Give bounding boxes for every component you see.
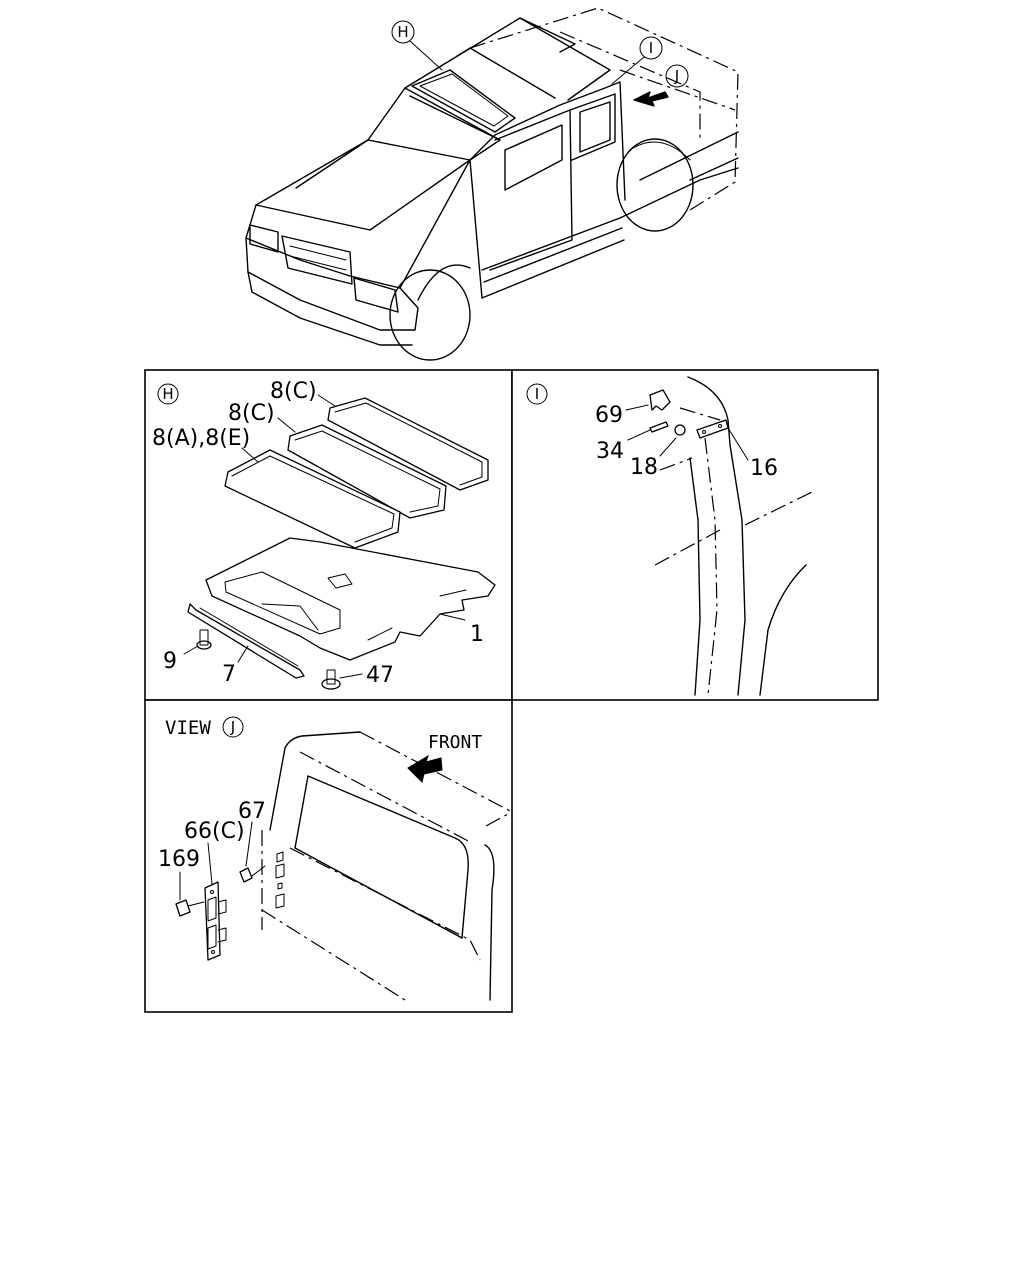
panel-j: VIEW J FRONT: [158, 716, 513, 1001]
callout-pin: 34: [596, 439, 624, 464]
overview-marker-j: J: [674, 67, 679, 85]
panel-h-marker: H: [162, 385, 173, 403]
cap-part: [649, 389, 671, 411]
panel-i: I 69 34 18 16: [526, 376, 813, 696]
nut-part: [674, 424, 686, 436]
callout-pad-c-upper: 8(C): [270, 379, 317, 404]
front-label: FRONT: [428, 732, 482, 753]
panel-j-marker: J: [230, 718, 235, 736]
pin-part: [649, 421, 669, 433]
callout-plug: 67: [238, 799, 266, 824]
truck-overview-illustration: H I J: [245, 7, 739, 361]
callout-plate: 66(C): [184, 819, 245, 844]
callout-fastener: 47: [366, 663, 394, 688]
marker-i-circle: [639, 36, 663, 60]
marker-h-circle: [391, 20, 415, 44]
plug-part: [239, 867, 253, 883]
callout-screw: 169: [158, 847, 200, 872]
screw-part: [175, 899, 191, 917]
view-label: VIEW: [165, 717, 211, 739]
direction-arrow-icon: [633, 91, 669, 107]
callout-pad-a-e: 8(A),8(E): [152, 426, 250, 451]
front-arrow-icon: [407, 754, 443, 783]
callout-molding: 7: [222, 662, 236, 687]
callout-headliner: 1: [470, 622, 484, 647]
pad-a-e: [224, 449, 401, 549]
callout-pad-c-lower: 8(C): [228, 401, 275, 426]
panel-h: H 8(C) 8(C) 8(A),8(E) 1: [152, 379, 496, 690]
marker-j-circle: [665, 64, 689, 88]
panel-i-marker: I: [535, 385, 539, 403]
molding-strip: [187, 603, 305, 679]
callout-cap: 69: [595, 403, 623, 428]
callout-bracket: 16: [750, 456, 778, 481]
panel-j-frame: [144, 699, 513, 1013]
overview-marker-i: I: [649, 39, 653, 57]
callout-nut: 18: [630, 455, 658, 480]
overview-marker-h: H: [397, 23, 408, 41]
panel-i-frame: [511, 369, 879, 701]
pad-c-lower: [287, 424, 447, 519]
callout-clip: 9: [163, 649, 177, 674]
pad-c-upper: [327, 397, 489, 491]
